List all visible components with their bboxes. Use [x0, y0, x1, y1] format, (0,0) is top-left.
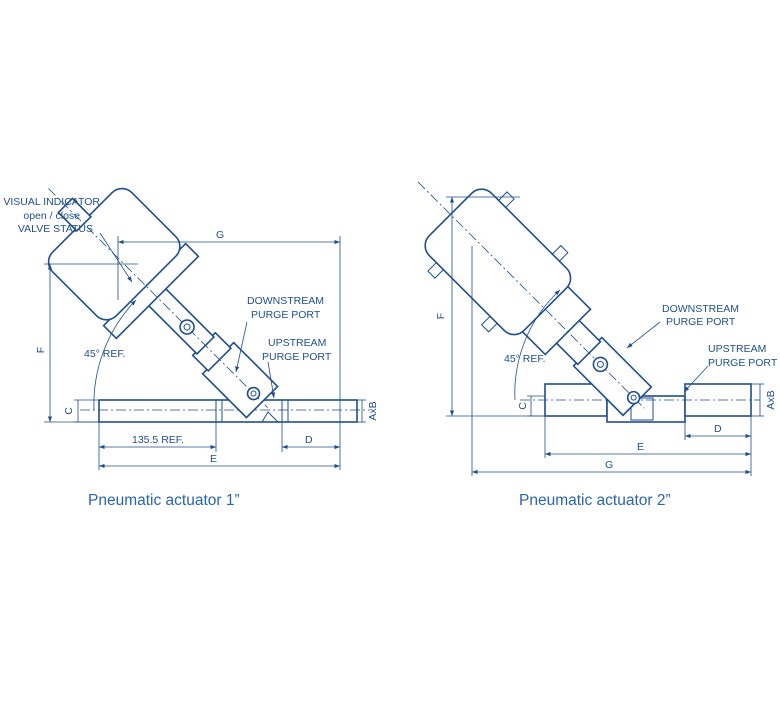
left-downstream-line1: DOWNSTREAM [247, 295, 324, 307]
left-caption: Pneumatic actuator 1” [88, 492, 240, 509]
right-valve-drawing: F 45° REF. C AxB D E G DOWNSTREAM PURGE … [417, 181, 778, 509]
left-dim-e: E [210, 453, 217, 465]
left-visual-indicator-line2: open / close [23, 210, 80, 222]
right-downstream-line1: DOWNSTREAM [662, 303, 739, 315]
right-caption: Pneumatic actuator 2” [519, 492, 671, 509]
left-dim-c: C [63, 407, 75, 415]
right-upstream-line2: PURGE PORT [708, 357, 778, 369]
left-valve-drawing: G F 45° REF. C AxB 135.5 REF. D E V [3, 187, 379, 509]
left-valve-body [47, 187, 279, 419]
left-downstream-line2: PURGE PORT [251, 309, 321, 321]
left-dim-ref-length: 135.5 REF. [132, 434, 184, 446]
right-dim-d: D [714, 423, 722, 435]
right-upstream-line1: UPSTREAM [708, 343, 766, 355]
right-dim-g: G [605, 459, 613, 471]
left-dim-f: F [35, 347, 47, 353]
left-pipe [80, 399, 370, 423]
right-dim-f: F [435, 313, 447, 319]
left-dim-axb: AxB [367, 401, 379, 420]
right-dim-angle: 45° REF. [504, 353, 546, 365]
left-visual-indicator-line1: VISUAL INDICATOR [3, 196, 100, 208]
left-upstream-line2: PURGE PORT [262, 351, 332, 363]
right-dim-axb: AxB [765, 390, 777, 409]
right-downstream-line2: PURGE PORT [666, 316, 736, 328]
left-dim-angle: 45° REF. [84, 348, 126, 360]
right-dim-e: E [637, 441, 644, 453]
left-dim-d: D [305, 434, 313, 446]
left-visual-indicator-line3: VALVE STATUS [18, 223, 93, 235]
left-dim-g: G [216, 229, 224, 241]
left-upstream-line1: UPSTREAM [268, 337, 326, 349]
right-dim-c: C [517, 402, 529, 410]
